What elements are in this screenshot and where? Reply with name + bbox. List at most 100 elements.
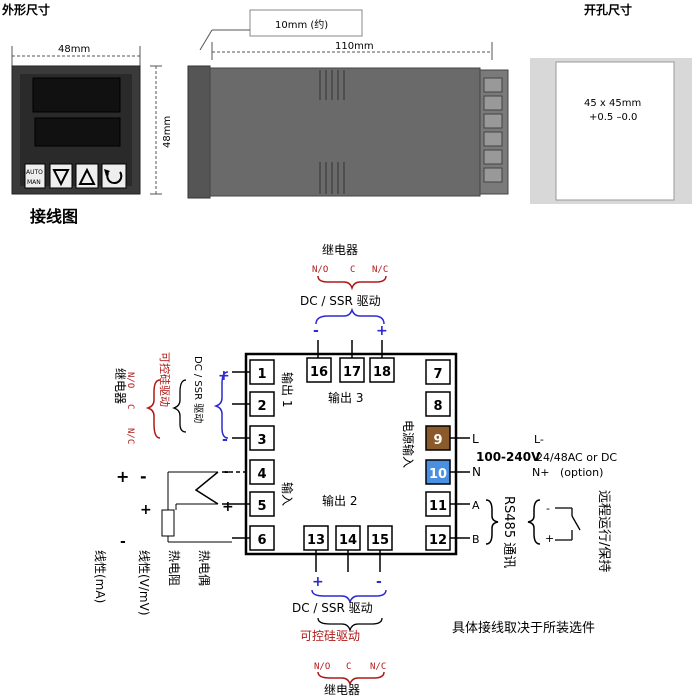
bottom-thyristor-bracket (317, 617, 383, 633)
linear-ma-minus: - (120, 534, 126, 550)
return-button (101, 163, 127, 189)
controller-front-panel: AUTO MAN (11, 65, 141, 195)
left-thyristor-bracket (171, 379, 187, 433)
down-triangle-icon (52, 169, 70, 187)
input-plus: + (222, 499, 234, 515)
voltage-alt-label: 24/48AC or DC (536, 451, 617, 464)
terminal-16: 16 (306, 357, 332, 383)
terminal-14-label: 14 (339, 533, 357, 548)
left-minus: - (222, 432, 228, 448)
terminal-17-label: 17 (343, 365, 361, 380)
top-relay-bracket (317, 275, 387, 291)
power-L: L (472, 432, 479, 446)
option-label: (option) (560, 466, 603, 479)
dc-ssr-bottom: DC / SSR 驱动 (292, 601, 373, 615)
terminal-8: 8 (425, 391, 451, 417)
input-label: 输入 (280, 482, 295, 506)
depth-label: 110mm (335, 41, 374, 52)
output-2-label: 输出 2 (322, 493, 357, 508)
left-thyristor: 可控硅驱动 (158, 352, 172, 407)
terminal-10: 10 (425, 459, 451, 485)
top-minus: - (313, 323, 319, 339)
terminal-1-label: 1 (257, 367, 266, 382)
remote-minus: - (546, 502, 550, 515)
terminal-17: 17 (339, 357, 365, 383)
terminal-15-label: 15 (371, 533, 389, 548)
rs485-B: B (472, 533, 480, 546)
up-triangle-icon (78, 167, 96, 185)
voltage-label: 100-240V (476, 450, 541, 464)
switch-icon (571, 515, 581, 531)
terminal-12-label: 12 (429, 533, 447, 548)
auto-man-button (24, 163, 46, 189)
N-plus-label: N+ (532, 466, 549, 479)
thyristor-bottom: 可控硅驱动 (300, 629, 360, 643)
front-height-label: 48mm (162, 116, 173, 148)
linear-ma-label: 线性(mA) (93, 550, 107, 603)
terminal-2: 2 (249, 391, 275, 417)
relay-bottom-label: 继电器 (324, 683, 360, 697)
output-3-label: 输出 3 (328, 390, 363, 405)
linear-minus: - (140, 467, 147, 486)
top-nc-label: N/C (372, 265, 388, 275)
man-label: MAN (27, 179, 41, 186)
remote-label: 远程运行/保持 (596, 490, 611, 572)
top-c-label: C (350, 265, 355, 275)
bottom-minus: - (376, 574, 382, 590)
dc-ssr-top: DC / SSR 驱动 (300, 294, 381, 308)
bezel-note: 10mm (约) (275, 18, 328, 31)
cutout-title: 开孔尺寸 (584, 2, 632, 17)
thermocouple-label: 热电偶 (197, 550, 211, 586)
front-width-label: 48mm (58, 44, 90, 55)
rs485-bracket (485, 499, 499, 545)
bottom-ssr-bracket (311, 589, 387, 605)
relay-top-label: 继电器 (322, 243, 358, 257)
terminal-9-label: 9 (433, 433, 442, 448)
terminal-6-label: 6 (257, 533, 266, 548)
left-relay-bracket (145, 379, 161, 439)
terminal-4-label: 4 (257, 467, 266, 482)
terminal-9: 9 (425, 425, 451, 451)
terminal-13-label: 13 (307, 533, 325, 548)
terminal-1: 1 (249, 359, 275, 385)
input-minus: - (224, 465, 229, 480)
bottom-relay-bracket (317, 671, 385, 687)
left-relay-label: 继电器 (113, 368, 127, 404)
outline-title: 外形尺寸 (2, 2, 50, 17)
output-1-label: 输出 1 (280, 372, 295, 407)
remote-bracket (527, 499, 541, 545)
linear-plus: + (116, 467, 129, 486)
cutout-size: 45 x 45mm (584, 98, 641, 109)
bottom-c-label: C (346, 662, 351, 672)
terminal-12: 12 (425, 525, 451, 551)
terminal-18-label: 18 (373, 365, 391, 380)
thermocouple-symbol (194, 471, 219, 505)
power-input-label: 电源输入 (401, 420, 416, 468)
terminal-16-label: 16 (310, 365, 328, 380)
rs485-A: A (472, 499, 480, 512)
terminal-6: 6 (249, 525, 275, 551)
L-minus-label: L- (534, 433, 544, 446)
terminal-2-label: 2 (257, 399, 266, 414)
terminal-7: 7 (425, 359, 451, 385)
power-N: N (472, 465, 481, 479)
terminal-3: 3 (249, 425, 275, 451)
top-no-label: N/O (312, 265, 328, 275)
panel-cutout: 45 x 45mm +0.5 –0.0 (530, 58, 692, 204)
terminal-11-label: 11 (429, 499, 447, 514)
terminal-3-label: 3 (257, 433, 266, 448)
cutout-tolerance: +0.5 –0.0 (589, 112, 637, 123)
linear-v-label: 线性(V/mV) (137, 550, 151, 616)
terminal-10-label: 10 (429, 467, 447, 482)
terminal-8-label: 8 (433, 399, 442, 414)
bottom-no-label: N/O (314, 662, 330, 672)
terminal-5-label: 5 (257, 499, 266, 514)
auto-label: AUTO (26, 169, 43, 176)
terminal-5: 5 (249, 491, 275, 517)
terminal-15: 15 (367, 525, 393, 551)
left-c-label: C (125, 404, 135, 409)
top-ssr-bracket (315, 307, 385, 325)
terminal-7-label: 7 (433, 367, 442, 382)
bottom-plus: + (312, 574, 324, 590)
